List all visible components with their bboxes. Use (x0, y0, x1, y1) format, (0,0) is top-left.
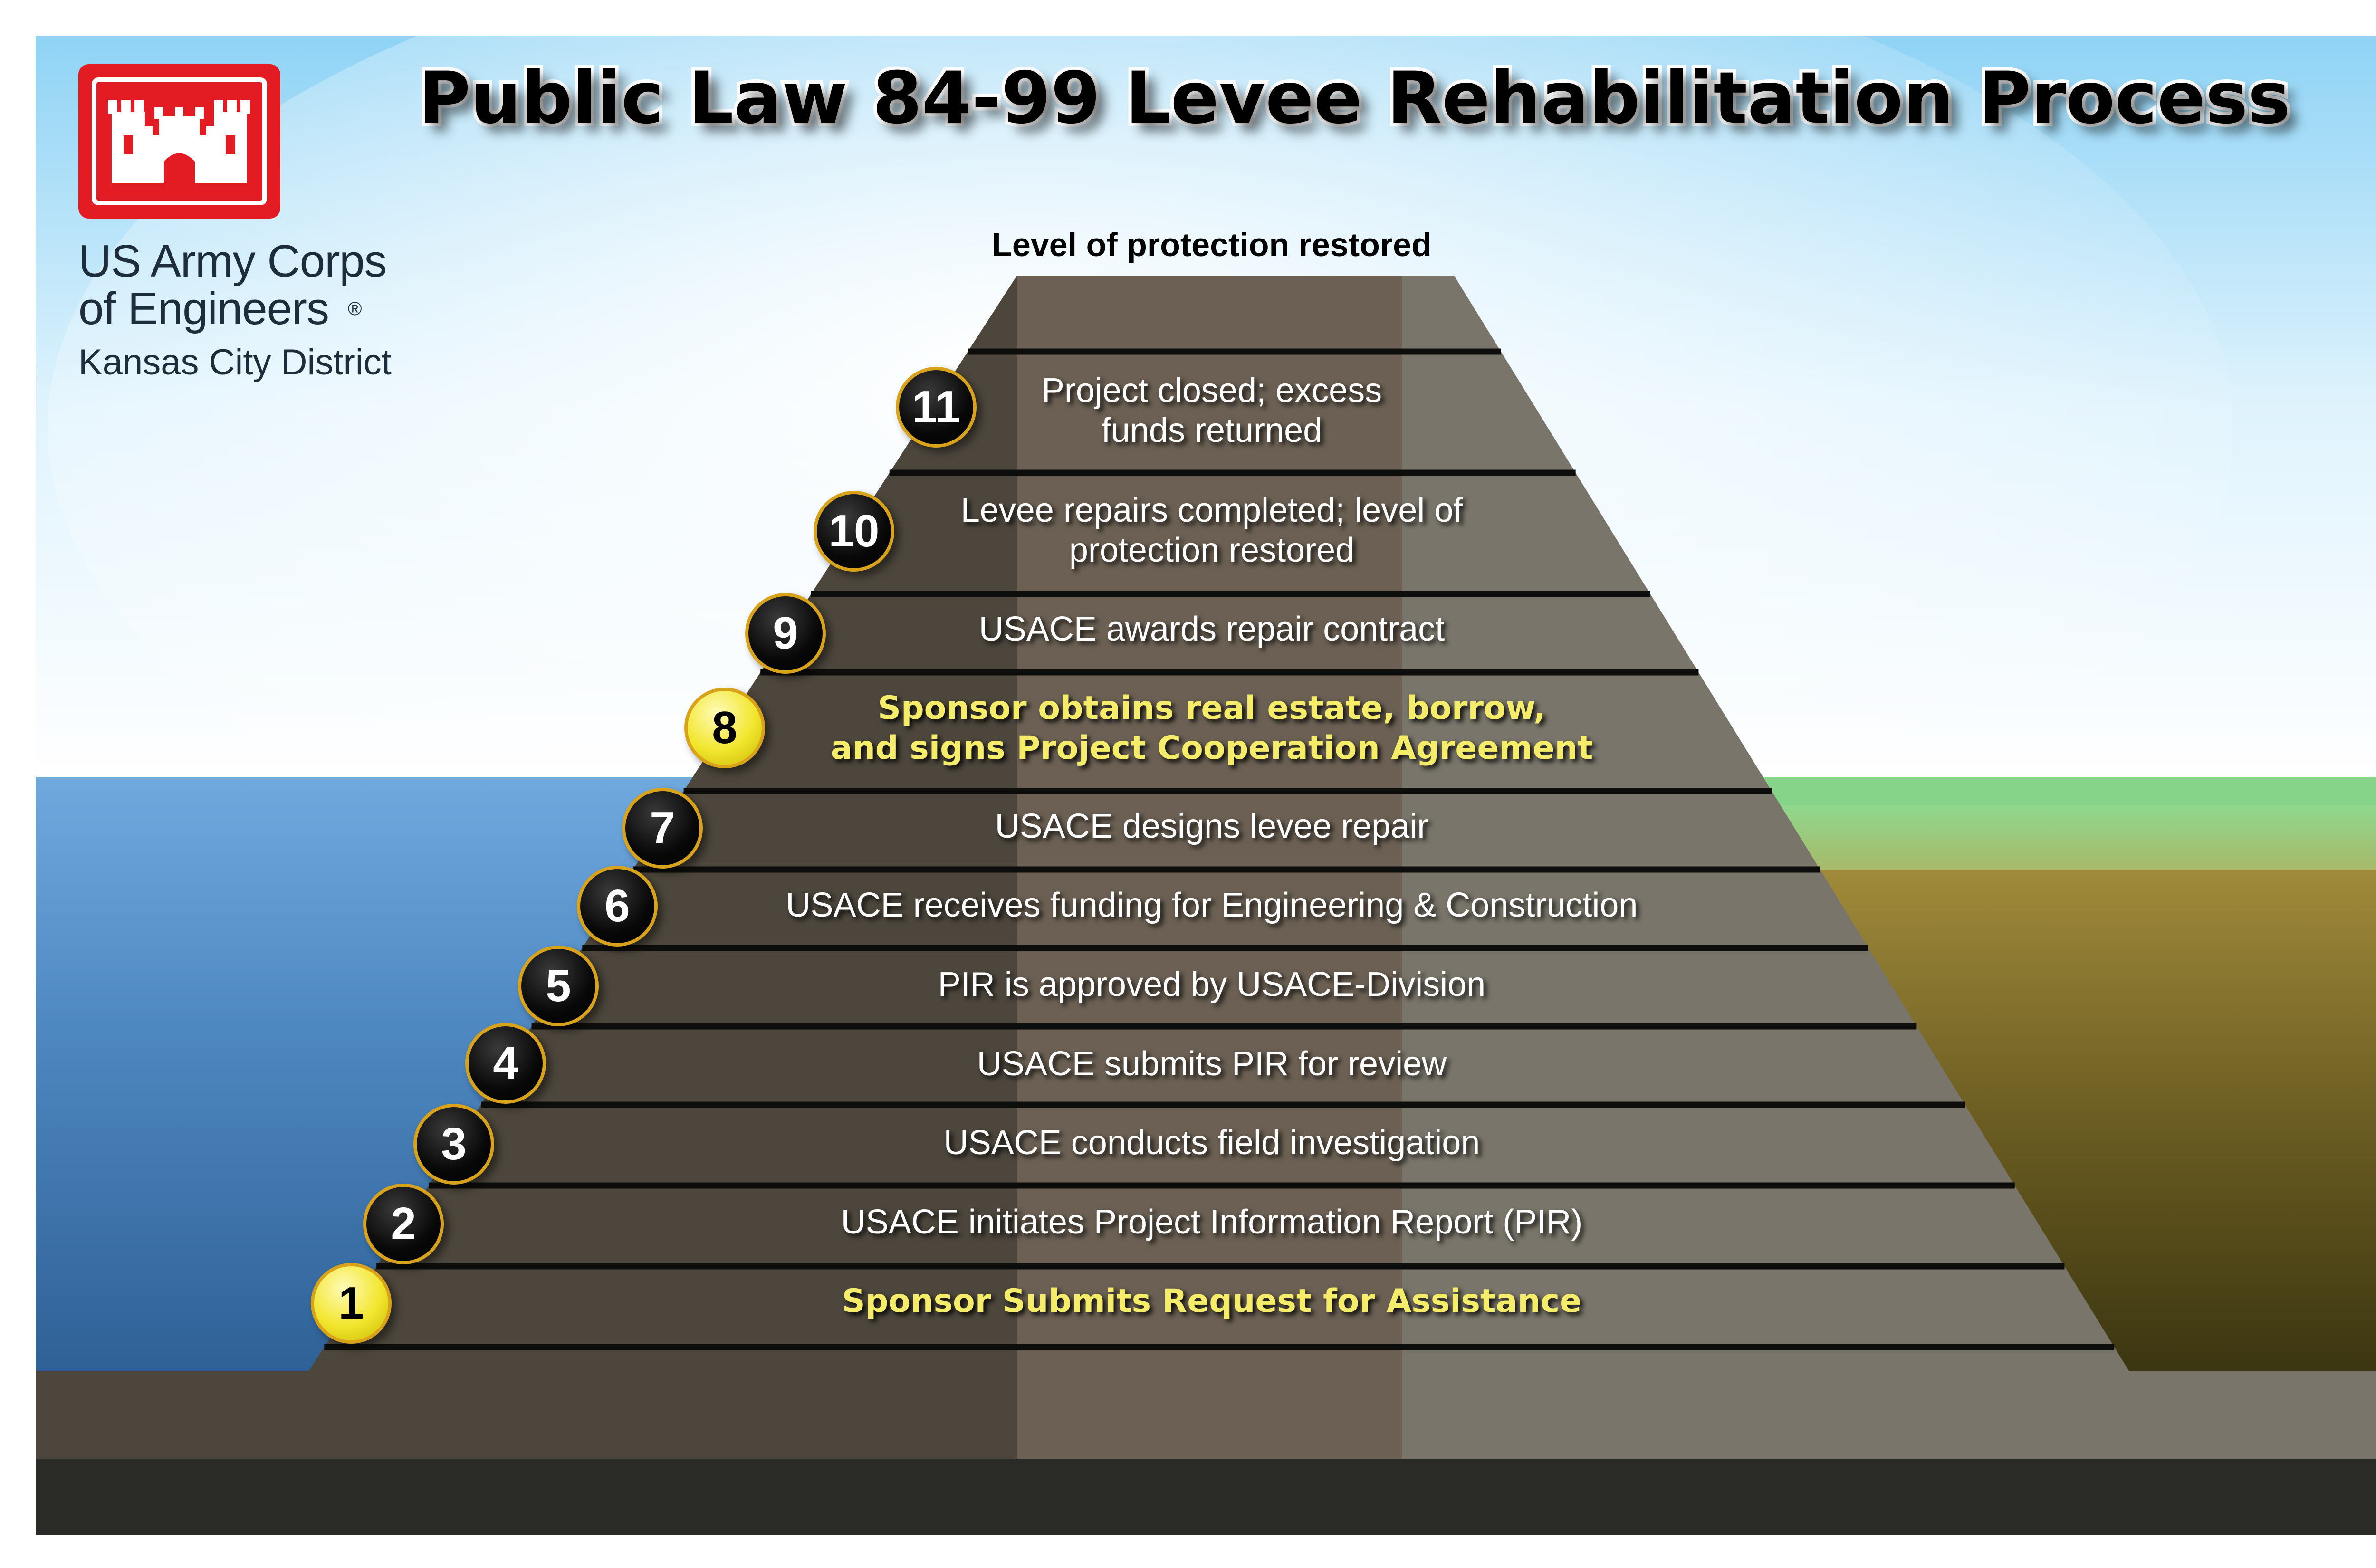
step-8-line-2: and signs Project Cooperation Agreement (830, 729, 1593, 767)
step-11-line-1: Project closed; excess (1041, 372, 1382, 410)
district-name: Kansas City District (78, 342, 392, 382)
step-2-text: USACE initiates Project Information Repo… (841, 1203, 1583, 1241)
step-7-badge: 7 (622, 788, 703, 869)
step-3-text: USACE conducts field investigation (943, 1124, 1480, 1162)
logo-frame (92, 77, 267, 205)
step-10-line-1: Levee repairs completed; level of (960, 491, 1463, 529)
step-1-text: Sponsor Submits Request for Assistance (842, 1282, 1582, 1320)
castle-icon (108, 100, 250, 183)
ground-right (1402, 1371, 2376, 1459)
step-6-badge: 6 (577, 866, 658, 947)
step-9-text: USACE awards repair contract (978, 610, 1445, 648)
step-11-badge: 11 (896, 367, 977, 448)
step-2-badge: 2 (363, 1184, 444, 1264)
peak-label: Level of protection restored (992, 226, 1432, 263)
step-11-line-2: funds returned (1101, 411, 1322, 449)
step-5-badge: 5 (518, 946, 599, 1026)
step-8-text: Sponsor obtains real estate, borrow, and… (642, 688, 1782, 768)
ground-bottom (36, 1459, 2376, 1535)
org-line-2-text: of Engineers (78, 283, 329, 334)
step-8-line-1: Sponsor obtains real estate, borrow, (878, 689, 1546, 727)
step-9-badge: 9 (745, 593, 826, 674)
page-title: Public Law 84-99 Levee Rehabilitation Pr… (415, 54, 2294, 143)
registered-mark: ® (348, 298, 362, 319)
step-10-text: Levee repairs completed; level of protec… (642, 490, 1782, 570)
step-3-badge: 3 (413, 1104, 494, 1185)
organization-name: US Army Corps of Engineers ® Kansas City … (78, 238, 392, 389)
step-7-text: USACE designs levee repair (995, 807, 1429, 845)
levee-right-face (1402, 276, 2129, 1371)
step-11-text: Project closed; excess funds returned (642, 371, 1782, 450)
usace-logo (78, 64, 280, 219)
step-10-line-2: protection restored (1069, 531, 1355, 569)
step-4-badge: 4 (465, 1023, 546, 1104)
step-1-badge: 1 (311, 1263, 392, 1344)
ground-center (1017, 1371, 1402, 1459)
step-5-text: PIR is approved by USACE-Division (938, 966, 1486, 1004)
step-8-badge: 8 (684, 688, 765, 768)
org-line-1: US Army Corps (78, 236, 387, 287)
org-line-2: of Engineers ® (78, 285, 392, 333)
step-lines (324, 348, 2115, 1350)
step-4-text: USACE submits PIR for review (977, 1045, 1447, 1083)
step-6-text: USACE receives funding for Engineering &… (786, 886, 1638, 924)
ground-left (36, 1371, 1017, 1459)
step-10-badge: 10 (814, 491, 894, 572)
